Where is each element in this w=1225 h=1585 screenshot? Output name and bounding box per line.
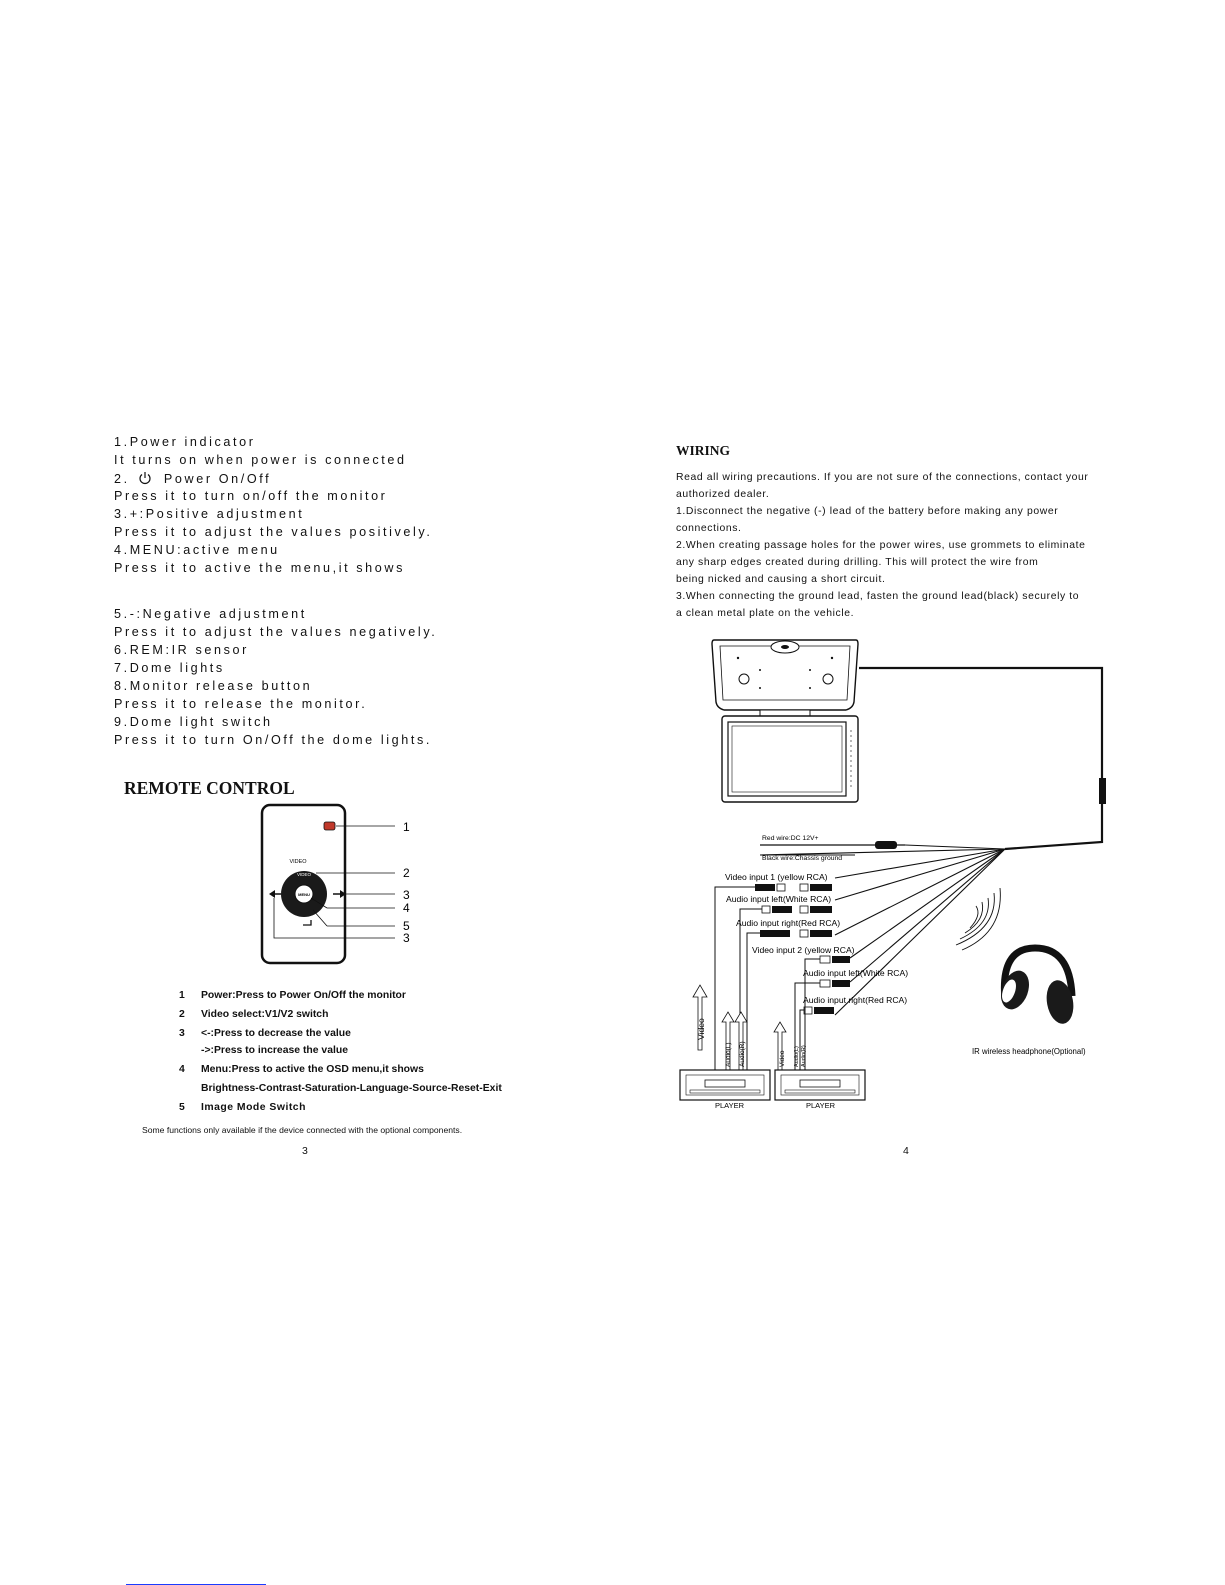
feature-line: 8.Monitor release button	[114, 679, 313, 693]
feature-line: 6.REM:IR sensor	[114, 643, 249, 657]
wiring-line: 1.Disconnect the negative (-) lead of th…	[676, 506, 1059, 517]
left-arrow-icon[interactable]	[269, 890, 275, 898]
feature-line: 9.Dome light switch	[114, 715, 273, 729]
wiring-line: Read all wiring precautions. If you are …	[676, 472, 1089, 483]
callout-number: 5	[403, 919, 410, 933]
audio-l-arrow-label: Audio(L)	[725, 1042, 732, 1067]
roof-monitor	[711, 639, 859, 803]
legend-number: 2	[179, 1009, 185, 1020]
feature-line: 5.-:Negative adjustment	[114, 607, 307, 621]
legend-text: <-:Press to decrease the value	[201, 1028, 351, 1039]
callout-number: 2	[403, 866, 410, 880]
feature-line: It turns on when power is connected	[114, 453, 407, 467]
callout-number: 4	[403, 901, 410, 915]
callout-number: 3	[403, 888, 410, 902]
power-icon	[139, 472, 151, 485]
legend-text: Power:Press to Power On/Off the monitor	[201, 990, 406, 1001]
ir-wave-icon	[955, 887, 1001, 951]
audio-right-2-label: Audio input right(Red RCA)	[803, 995, 907, 1005]
legend-text: ->:Press to increase the value	[201, 1045, 348, 1056]
feature-line: 3.+:Positive adjustment	[114, 507, 305, 521]
wiring-line: any sharp edges created during drilling.…	[676, 557, 1039, 568]
footnote: Some functions only available if the dev…	[142, 1125, 463, 1135]
menu-button-label: MENU	[298, 892, 310, 897]
audio-r-arrow-label: Audio(R)	[739, 1041, 746, 1067]
wiring-line: being nicked and causing a short circuit…	[676, 574, 886, 585]
legend-number: 1	[179, 990, 185, 1001]
legend-text: Image Mode Switch	[201, 1102, 306, 1113]
wiring-line: 3.When connecting the ground lead, faste…	[676, 591, 1080, 602]
feature-line: Press it to turn On/Off the dome lights.	[114, 733, 432, 747]
remote-control-heading: REMOTE CONTROL	[124, 778, 295, 798]
feature-line: Press it to adjust the values positively…	[114, 525, 433, 539]
feature-line: 4.MENU:active menu	[114, 543, 280, 557]
audio-r-arrow2-label: Audio(R)	[801, 1045, 807, 1067]
wiring-diagram: Red wire:DC 12V+ Black wire:Chassis grou…	[679, 639, 1106, 1110]
legend-number: 3	[179, 1028, 185, 1039]
feature-line: 1.Power indicator	[114, 435, 256, 449]
video-inner-label: VIDEO	[297, 872, 312, 877]
page-number: 4	[903, 1145, 909, 1157]
enter-icon	[303, 920, 312, 926]
player-label: PLAYER	[715, 1101, 745, 1110]
video-arrow-label: Video	[696, 1018, 706, 1040]
legend-text: Video select:V1/V2 switch	[201, 1009, 329, 1020]
right-arrow-icon[interactable]	[340, 890, 346, 898]
video-arrow2-label: Video	[779, 1050, 786, 1067]
feature-line: Press it to adjust the values negatively…	[114, 625, 438, 639]
legend-number: 5	[179, 1102, 185, 1113]
audio-l-arrow2-label: Audio(L)	[794, 1046, 800, 1067]
wiring-line: 2.When creating passage holes for the po…	[676, 540, 1086, 551]
callout-number: 1	[403, 820, 410, 834]
headphone-icon	[1000, 944, 1076, 1024]
video-input-1-label: Video input 1 (yellow RCA)	[725, 872, 828, 882]
audio-right-1-label: Audio input right(Red RCA)	[736, 918, 840, 928]
feature-title: Power On/Off	[163, 472, 272, 486]
feature-line: Press it to active the menu,it shows	[114, 561, 405, 575]
page-number: 3	[302, 1145, 308, 1157]
wiring-heading: WIRING	[676, 443, 731, 458]
wiring-line: a clean metal plate on the vehicle.	[676, 608, 855, 619]
player-label: PLAYER	[806, 1101, 836, 1110]
signal-arrows	[692, 984, 787, 1071]
legend-text: Menu:Press to active the OSD menu,it sho…	[201, 1064, 424, 1075]
feature-line: 2. Power On/Off	[114, 471, 271, 486]
player-unit-2	[774, 1069, 866, 1101]
feature-line: 7.Dome lights	[114, 661, 225, 675]
feature-line: Press it to release the monitor.	[114, 697, 368, 711]
red-wire-label: Red wire:DC 12V+	[762, 835, 819, 842]
legend-number: 4	[179, 1064, 185, 1075]
audio-left-2-label: Audio input left(White RCA)	[803, 968, 908, 978]
legend-text: Brightness-Contrast-Saturation-Language-…	[201, 1083, 502, 1094]
black-wire-label: Black wire:Chassis ground	[762, 855, 842, 862]
feature-number: 2.	[114, 472, 130, 486]
headphone-label: IR wireless headphone(Optional)	[972, 1047, 1086, 1056]
callout-number: 3	[403, 931, 410, 945]
audio-left-1-label: Audio input left(White RCA)	[726, 894, 831, 904]
wiring-line: connections.	[676, 523, 742, 534]
power-button[interactable]	[323, 821, 336, 831]
remote-control-diagram: VIDEO MENU VIDEO 1 2 3 4 5 3	[260, 803, 410, 965]
video-outer-label: VIDEO	[289, 859, 307, 865]
video-input-2-label: Video input 2 (yellow RCA)	[752, 945, 855, 955]
player-unit-1	[679, 1069, 771, 1101]
wiring-line: authorized dealer.	[676, 489, 770, 500]
feature-line: Press it to turn on/off the monitor	[114, 489, 388, 503]
